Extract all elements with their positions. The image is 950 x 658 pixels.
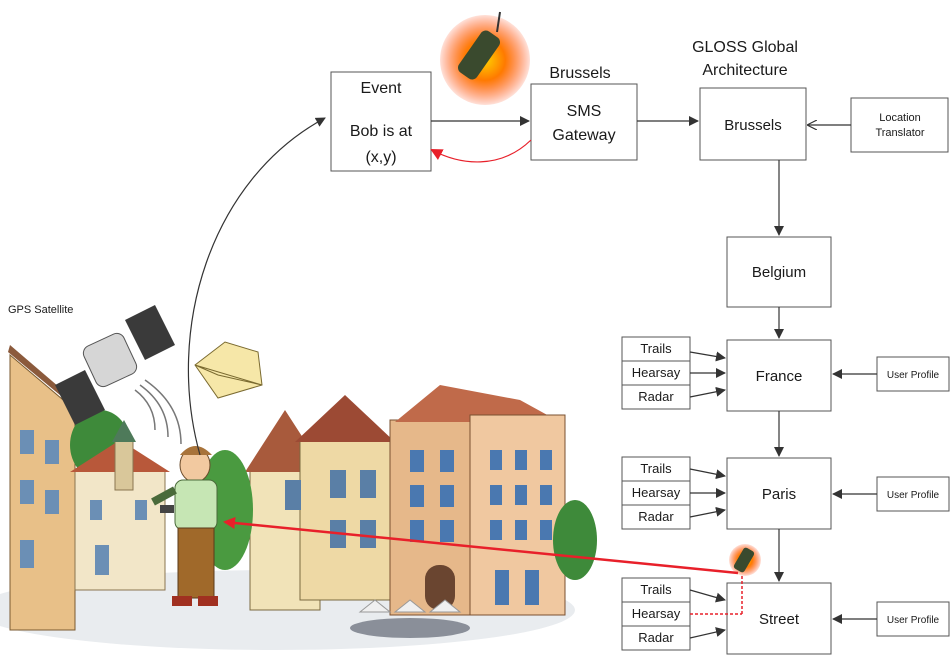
event-title: Event	[361, 80, 402, 97]
gps-satellite-illustration	[55, 305, 182, 445]
sms-line2: Gateway	[552, 127, 615, 144]
street-user-profile-label: User Profile	[887, 615, 940, 626]
sms-gateway-box	[530, 83, 638, 161]
diagram-arrows	[187, 116, 877, 639]
paris-user-profile-box	[876, 476, 950, 512]
paris-node	[726, 457, 832, 530]
event-line1: Bob is at	[350, 123, 413, 140]
sms-caption: Brussels	[549, 65, 610, 82]
street-hearsay-box	[621, 601, 691, 627]
event-box	[330, 71, 432, 172]
belgium-node	[726, 236, 832, 308]
mobile-phone-ringing-icon	[440, 11, 530, 105]
france-hearsay-label: Hearsay	[632, 365, 681, 380]
street-node-label: Street	[759, 611, 800, 628]
location-translator-line2: Translator	[875, 127, 924, 139]
street-radar-box	[621, 625, 691, 651]
paris-trails-label: Trails	[640, 461, 672, 476]
event-flow-red-arrows	[223, 139, 743, 615]
paris-node-label: Paris	[762, 486, 796, 503]
location-translator-line1: Location	[879, 112, 921, 124]
mobile-phone-small-icon	[729, 544, 761, 576]
france-node-label: France	[756, 368, 803, 385]
france-user-profile-label: User Profile	[887, 370, 940, 381]
paris-trails-box	[621, 456, 691, 482]
france-radar-label: Radar	[638, 389, 674, 404]
paris-radar-label: Radar	[638, 509, 674, 524]
france-trails-label: Trails	[640, 341, 672, 356]
street-radar-label: Radar	[638, 630, 674, 645]
gps-satellite-label: GPS Satellite	[8, 304, 73, 316]
street-trails-label: Trails	[640, 582, 672, 597]
gloss-title-line1: GLOSS Global	[692, 39, 798, 56]
paris-hearsay-label: Hearsay	[632, 485, 681, 500]
street-node	[726, 582, 832, 655]
sms-line1: SMS	[567, 103, 602, 120]
france-trails-box	[621, 336, 691, 362]
gloss-title-line2: Architecture	[702, 62, 787, 79]
event-line2: (x,y)	[365, 149, 396, 166]
bob-person-illustration	[151, 446, 218, 606]
france-user-profile-box	[876, 356, 950, 392]
paris-radar-box	[621, 504, 691, 530]
location-translator-box	[850, 97, 949, 153]
brussels-node	[699, 87, 807, 161]
street-trails-box	[621, 577, 691, 603]
belgium-node-label: Belgium	[752, 264, 806, 281]
street-hearsay-label: Hearsay	[632, 606, 681, 621]
paris-user-profile-label: User Profile	[887, 490, 940, 501]
brussels-node-label: Brussels	[724, 117, 782, 134]
gold-ingot-icon	[194, 341, 263, 399]
